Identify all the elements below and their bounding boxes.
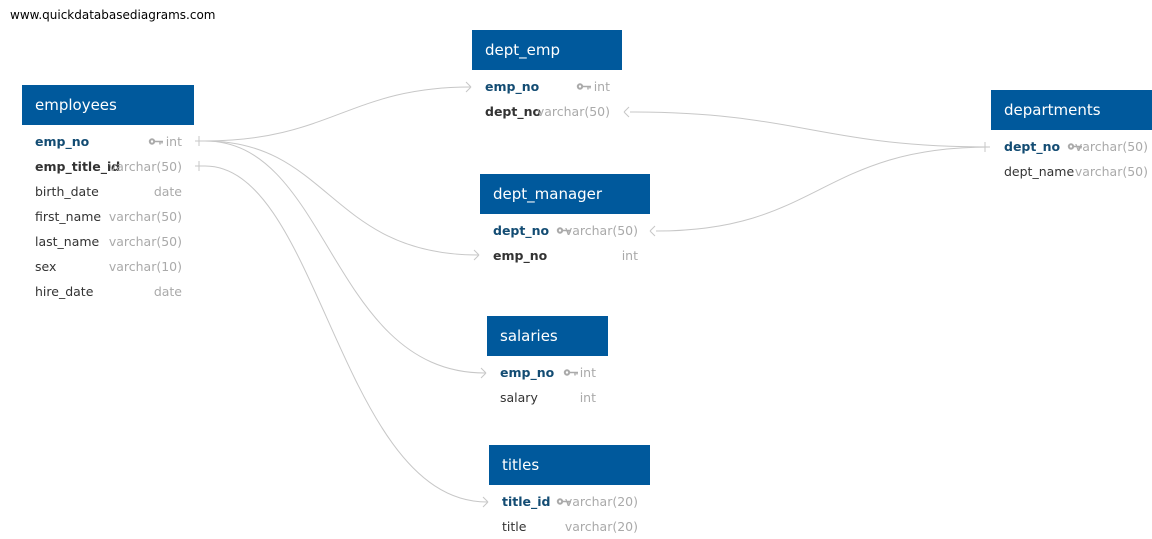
key-icon	[148, 129, 164, 154]
table-departments[interactable]: departments dept_no varchar(50) dept_nam…	[991, 90, 1152, 184]
field-type: varchar(50)	[564, 223, 638, 238]
field-row[interactable]: title_id varchar(20)	[489, 489, 650, 514]
field-type: varchar(50)	[1074, 139, 1148, 154]
field-name: title	[502, 519, 527, 534]
field-name: emp_no	[493, 248, 548, 263]
field-type: int	[621, 248, 638, 263]
field-type: int	[593, 79, 610, 94]
field-name: hire_date	[35, 284, 94, 299]
field-name: dept_no	[493, 223, 550, 238]
field-type: varchar(20)	[564, 494, 638, 509]
field-row[interactable]: title varchar(20)	[489, 514, 650, 539]
field-row[interactable]: emp_no int	[472, 74, 622, 99]
field-type: int	[579, 365, 596, 380]
field-name: dept_no	[485, 104, 542, 119]
many-marker	[623, 106, 630, 118]
field-row[interactable]: first_name varchar(50)	[22, 204, 194, 229]
key-icon	[576, 74, 592, 99]
field-name: first_name	[35, 209, 102, 224]
field-type: varchar(50)	[1074, 164, 1148, 179]
table-title[interactable]: salaries	[487, 316, 608, 356]
field-type: int	[579, 390, 596, 405]
field-type: varchar(20)	[564, 519, 638, 534]
field-name: emp_no	[485, 79, 540, 94]
field-name: salary	[500, 390, 538, 405]
table-salaries[interactable]: salaries emp_no int salary int	[487, 316, 608, 410]
field-row[interactable]: emp_no int	[480, 243, 650, 268]
field-row[interactable]: emp_no int	[22, 129, 194, 154]
field-type: varchar(10)	[108, 259, 182, 274]
field-row[interactable]: salary int	[487, 385, 608, 410]
table-title[interactable]: departments	[991, 90, 1152, 130]
link-employees-dept-manager	[204, 140, 479, 256]
key-icon	[1067, 134, 1083, 159]
table-title[interactable]: titles	[489, 445, 650, 485]
table-title[interactable]: dept_emp	[472, 30, 622, 70]
table-title[interactable]: dept_manager	[480, 174, 650, 214]
field-row[interactable]: dept_no varchar(50)	[472, 99, 622, 124]
field-name: emp_no	[500, 365, 555, 380]
field-name: birth_date	[35, 184, 99, 199]
field-row[interactable]: last_name varchar(50)	[22, 229, 194, 254]
field-row[interactable]: sex varchar(10)	[22, 254, 194, 279]
many-marker	[473, 249, 480, 261]
field-row[interactable]: birth_date date	[22, 179, 194, 204]
field-name: sex	[35, 259, 57, 274]
field-name: emp_title_id	[35, 159, 121, 174]
field-row[interactable]: dept_name varchar(50)	[991, 159, 1152, 184]
field-type: varchar(50)	[108, 159, 182, 174]
field-row[interactable]: dept_no varchar(50)	[991, 134, 1152, 159]
field-name: emp_no	[35, 134, 90, 149]
link-employees-titles	[204, 165, 488, 503]
many-marker	[482, 496, 489, 508]
table-titles[interactable]: titles title_id varchar(20) title varcha…	[489, 445, 650, 539]
field-row[interactable]: emp_title_id varchar(50)	[22, 154, 194, 179]
table-title[interactable]: employees	[22, 85, 194, 125]
table-dept-manager[interactable]: dept_manager dept_no varchar(50) emp_no …	[480, 174, 650, 268]
key-icon	[563, 360, 579, 385]
field-type: varchar(50)	[108, 209, 182, 224]
link-employees-dept-emp	[204, 86, 471, 142]
many-marker	[649, 225, 656, 237]
field-type: int	[165, 134, 182, 149]
field-name: dept_no	[1004, 139, 1061, 154]
field-name: dept_name	[1004, 164, 1075, 179]
field-row[interactable]: dept_no varchar(50)	[480, 218, 650, 243]
link-dept-emp-departments	[629, 111, 991, 148]
field-type: date	[153, 284, 182, 299]
table-employees[interactable]: employees emp_no int emp_title_id varcha…	[22, 85, 194, 304]
field-type: date	[153, 184, 182, 199]
many-marker	[480, 367, 487, 379]
field-name: title_id	[502, 494, 551, 509]
watermark: www.quickdatabasediagrams.com	[10, 8, 216, 22]
link-employees-salaries	[204, 140, 486, 374]
many-marker	[465, 81, 472, 93]
field-type: varchar(50)	[108, 234, 182, 249]
field-type: varchar(50)	[536, 104, 610, 119]
table-dept-emp[interactable]: dept_emp emp_no int dept_no varchar(50)	[472, 30, 622, 124]
field-row[interactable]: hire_date date	[22, 279, 194, 304]
link-dept-manager-departments	[655, 146, 991, 232]
field-row[interactable]: emp_no int	[487, 360, 608, 385]
key-icon	[556, 218, 572, 243]
key-icon	[556, 489, 572, 514]
field-name: last_name	[35, 234, 100, 249]
